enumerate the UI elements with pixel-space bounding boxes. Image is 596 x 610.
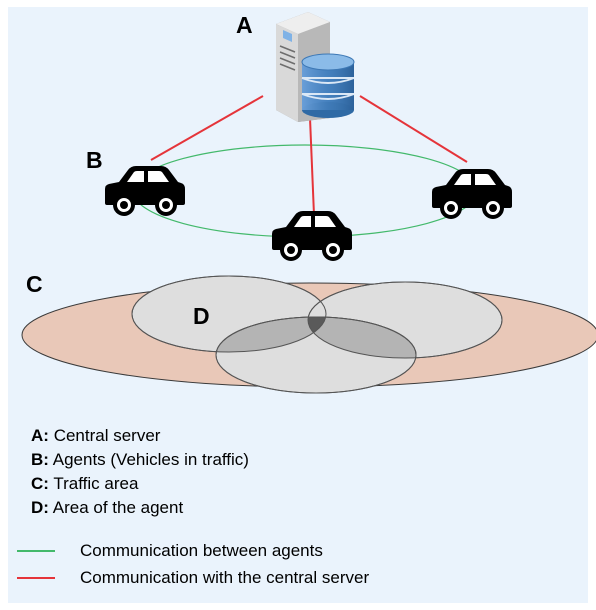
server-links <box>150 95 468 216</box>
label-b: B <box>86 147 103 173</box>
server-with-database-icon <box>276 12 355 122</box>
server-link-left <box>150 95 264 161</box>
label-a: A <box>236 12 253 38</box>
label-d: D <box>193 303 210 329</box>
car-icon <box>272 211 352 261</box>
server-link-center <box>309 117 315 216</box>
database-icon <box>301 53 355 118</box>
car-icon <box>432 169 512 219</box>
label-c: C <box>26 271 43 297</box>
agent-areas <box>131 275 503 394</box>
server-link-right <box>359 95 468 163</box>
